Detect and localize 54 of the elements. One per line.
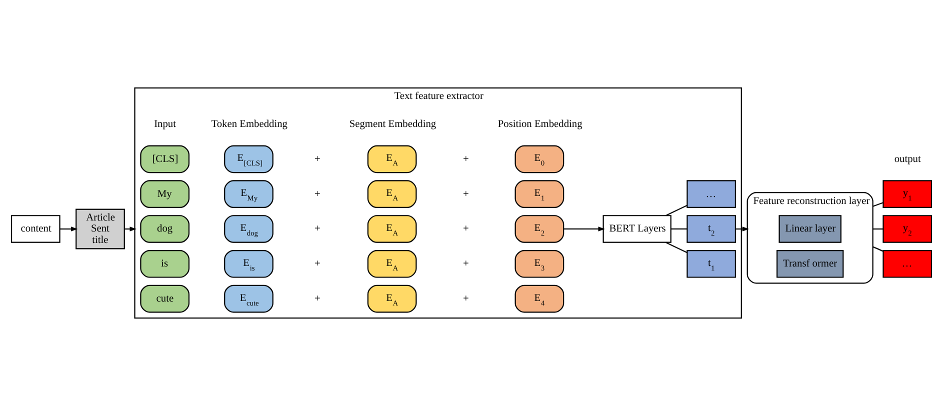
node-box: Transf ormer — [776, 249, 844, 278]
node-box: t$_{2}$ — [686, 214, 736, 242]
node-box: t$_{1}$ — [686, 249, 736, 278]
node-box: E$_{2}$ — [514, 214, 564, 242]
node-box: [CLS] — [140, 144, 190, 173]
node-box: E$_{4}$ — [514, 284, 564, 312]
connector — [872, 202, 884, 206]
node-box: … — [686, 180, 736, 208]
label: + — [462, 188, 469, 200]
label: Position Embedding — [498, 118, 582, 130]
node-box: E$_{[CLS]}$ — [224, 144, 274, 173]
node-box: E$_{A}$ — [367, 214, 417, 242]
node-box: Article Sent title — [76, 208, 125, 249]
node-box: is — [140, 249, 190, 278]
label: + — [314, 293, 320, 304]
node-box: E$_{A}$ — [367, 180, 417, 208]
node-box: My — [140, 180, 190, 208]
node-box: E$_{A}$ — [367, 144, 417, 173]
node-box: BERT Layers — [602, 214, 672, 242]
node-box: E$_{is}$ — [224, 249, 274, 278]
connector — [666, 241, 688, 253]
connector — [872, 228, 884, 230]
label: Segment Embedding — [349, 118, 436, 130]
label: + — [314, 223, 320, 234]
node-box: E$_{A}$ — [367, 249, 417, 278]
label: + — [462, 153, 469, 164]
node-box: E$_{cute}$ — [224, 284, 274, 312]
node-box: Linear layer — [778, 214, 842, 242]
label: + — [462, 258, 469, 270]
node-box: E$_{dog}$ — [224, 214, 274, 242]
connector — [671, 228, 687, 230]
arrow — [60, 226, 78, 231]
label: Token Embedding — [211, 118, 288, 130]
label: + — [314, 188, 320, 200]
node-box: E$_{My}$ — [224, 180, 274, 208]
label: + — [462, 293, 469, 304]
node-box: y$_{2}$ — [882, 214, 932, 242]
node-box: dog — [140, 214, 190, 242]
label: + — [314, 258, 320, 270]
connector — [872, 246, 884, 252]
node-box: E$_{3}$ — [514, 249, 564, 278]
label: + — [462, 223, 469, 234]
node-box: E$_{A}$ — [367, 284, 417, 312]
node-box: … — [882, 249, 932, 278]
connector — [666, 204, 688, 216]
node-box: cute — [140, 284, 190, 312]
label: + — [314, 153, 320, 164]
node-box: E$_{1}$ — [514, 180, 564, 208]
node-box: y$_{1}$ — [882, 180, 932, 208]
arrow — [564, 226, 605, 231]
node-box: content — [10, 214, 60, 242]
label: Input — [154, 118, 176, 130]
label: output — [894, 153, 921, 164]
node-box: E$_{0}$ — [514, 144, 564, 173]
